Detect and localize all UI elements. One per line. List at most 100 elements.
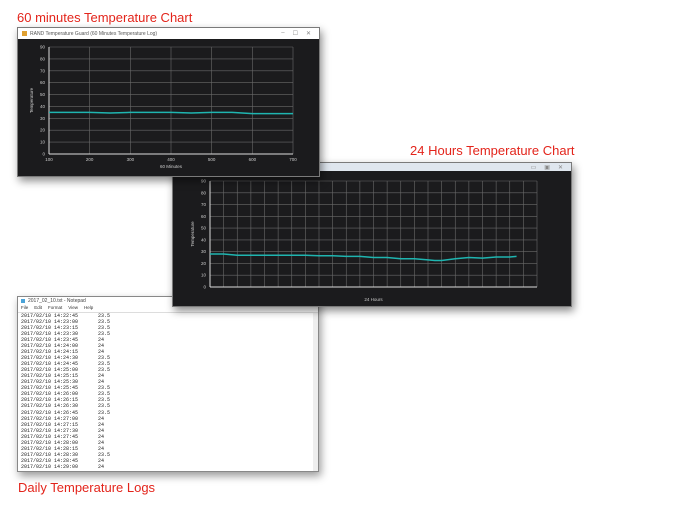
maximize-icon[interactable]: ☐ (292, 31, 298, 37)
log-timestamp: 2017/02/10 14:26:00 (21, 391, 79, 398)
close-icon[interactable]: ✕ (305, 31, 311, 37)
minimize-icon[interactable]: – (281, 30, 285, 36)
log-timestamp: 2017/02/10 14:28:45 (21, 457, 79, 464)
log-row: 2017/02/10 14:25:45 23.5 (21, 385, 318, 391)
log-timestamp: 2017/02/10 14:25:15 (21, 373, 79, 380)
log-timestamp: 2017/02/10 14:27:00 (21, 415, 79, 422)
y-tick-label: 0 (203, 285, 206, 290)
log-timestamp: 2017/02/10 14:29:00 (21, 463, 79, 470)
y-axis-label: Temperature (29, 87, 34, 113)
x-tick-label: 700 (289, 157, 297, 162)
hour-window-title: RAND Temperature Guard (60 Minutes Tempe… (30, 30, 158, 37)
window-controls[interactable]: ▭ ▣ ✕ (531, 164, 571, 171)
x-tick-label: 200 (86, 157, 94, 162)
y-axis-label: Temperature (190, 221, 195, 247)
log-temperature: 23.5 (98, 355, 111, 362)
log-timestamp: 2017/02/10 14:24:15 (21, 349, 79, 356)
log-temperature: 24 (98, 343, 105, 350)
close-icon[interactable]: ✕ (557, 164, 563, 171)
log-timestamp: 2017/02/10 14:24:45 (21, 361, 79, 368)
log-temperature: 24 (98, 457, 105, 464)
log-row: 2017/02/10 14:27:45 24 (21, 434, 318, 440)
notepad-window: 2017_02_10.txt - Notepad File Edit Format V… (17, 296, 319, 472)
x-tick-label: 300 (127, 157, 135, 162)
log-temperature: 23.5 (98, 331, 111, 338)
log-temperature: 24 (98, 463, 105, 470)
menu-edit[interactable]: Edit (34, 305, 43, 310)
maximize-icon[interactable]: ▣ (544, 164, 550, 171)
log-temperature: 24 (98, 349, 105, 356)
log-temperature: 23.5 (98, 403, 111, 410)
log-temperature: 23.5 (98, 367, 111, 374)
log-timestamp: 2017/02/10 14:25:45 (21, 385, 79, 392)
y-tick-label: 10 (40, 140, 46, 145)
y-tick-label: 20 (40, 128, 46, 133)
log-timestamp: 2017/02/10 14:24:00 (21, 343, 79, 350)
menu-help[interactable]: Help (83, 305, 94, 310)
log-temperature: 24 (98, 421, 105, 428)
y-tick-label: 10 (201, 273, 207, 278)
hour-chart-window: RAND Temperature Guard (60 Minutes Tempe… (17, 27, 320, 177)
log-temperature: 23.5 (98, 451, 111, 458)
y-tick-label: 90 (40, 45, 46, 50)
notepad-scrollbar[interactable] (313, 313, 318, 471)
log-row: 2017/02/10 14:28:15 24 (21, 446, 318, 452)
log-timestamp: 2017/02/10 14:27:45 (21, 433, 79, 440)
y-tick-label: 30 (201, 249, 207, 254)
log-temperature: 24 (98, 415, 105, 422)
log-row: 2017/02/10 14:27:30 24 (21, 428, 318, 434)
app-icon (22, 31, 27, 36)
y-tick-label: 20 (201, 261, 207, 266)
temperature-series-line (210, 253, 517, 262)
log-timestamp: 2017/02/10 14:25:30 (21, 379, 79, 386)
log-row: 2017/02/10 14:24:15 24 (21, 349, 318, 355)
hour-chart-titlebar: RAND Temperature Guard (60 Minutes Tempe… (18, 28, 319, 39)
notepad-icon (21, 299, 25, 303)
log-temperature: 24 (98, 379, 105, 386)
log-timestamp: 2017/02/10 14:23:45 (21, 337, 79, 344)
log-timestamp: 2017/02/10 14:26:30 (21, 403, 79, 410)
minimize-icon[interactable]: ▭ (530, 164, 537, 171)
notepad-menu: File Edit Format View Help (18, 305, 318, 313)
y-tick-label: 0 (42, 152, 45, 157)
log-temperature: 24 (98, 427, 105, 434)
notepad-titlebar: 2017_02_10.txt - Notepad (18, 297, 318, 305)
log-temperature: 23.5 (98, 313, 111, 319)
log-timestamp: 2017/02/10 14:23:15 (21, 325, 79, 332)
log-timestamp: 2017/02/10 14:26:15 (21, 397, 79, 404)
window-controls[interactable]: – ☐ ✕ (281, 30, 319, 37)
menu-format[interactable]: Format (48, 305, 63, 310)
log-timestamp: 2017/02/10 14:24:30 (21, 355, 79, 362)
log-timestamp: 2017/02/10 14:28:00 (21, 439, 79, 446)
x-axis-label: 24 Hours (364, 297, 383, 302)
day-chart-titlebar: ▭ ▣ ✕ (173, 163, 571, 171)
log-timestamp: 2017/02/10 14:27:30 (21, 427, 79, 434)
x-tick-label: 100 (45, 157, 53, 162)
y-tick-label: 30 (40, 116, 46, 121)
log-timestamp: 2017/02/10 14:28:15 (21, 445, 79, 452)
log-temperature: 23.5 (98, 385, 111, 392)
y-tick-label: 60 (40, 80, 46, 85)
log-row: 2017/02/10 14:27:00 24 (21, 416, 318, 422)
log-temperature: 24 (98, 433, 105, 440)
hour-chart-caption: 60 minutes Temperature Chart (17, 10, 193, 25)
menu-file[interactable]: File (21, 305, 29, 310)
menu-view[interactable]: View (68, 305, 78, 310)
y-tick-label: 40 (201, 237, 207, 242)
log-timestamp: 2017/02/10 14:25:00 (21, 367, 79, 374)
log-temperature: 24 (98, 445, 105, 452)
